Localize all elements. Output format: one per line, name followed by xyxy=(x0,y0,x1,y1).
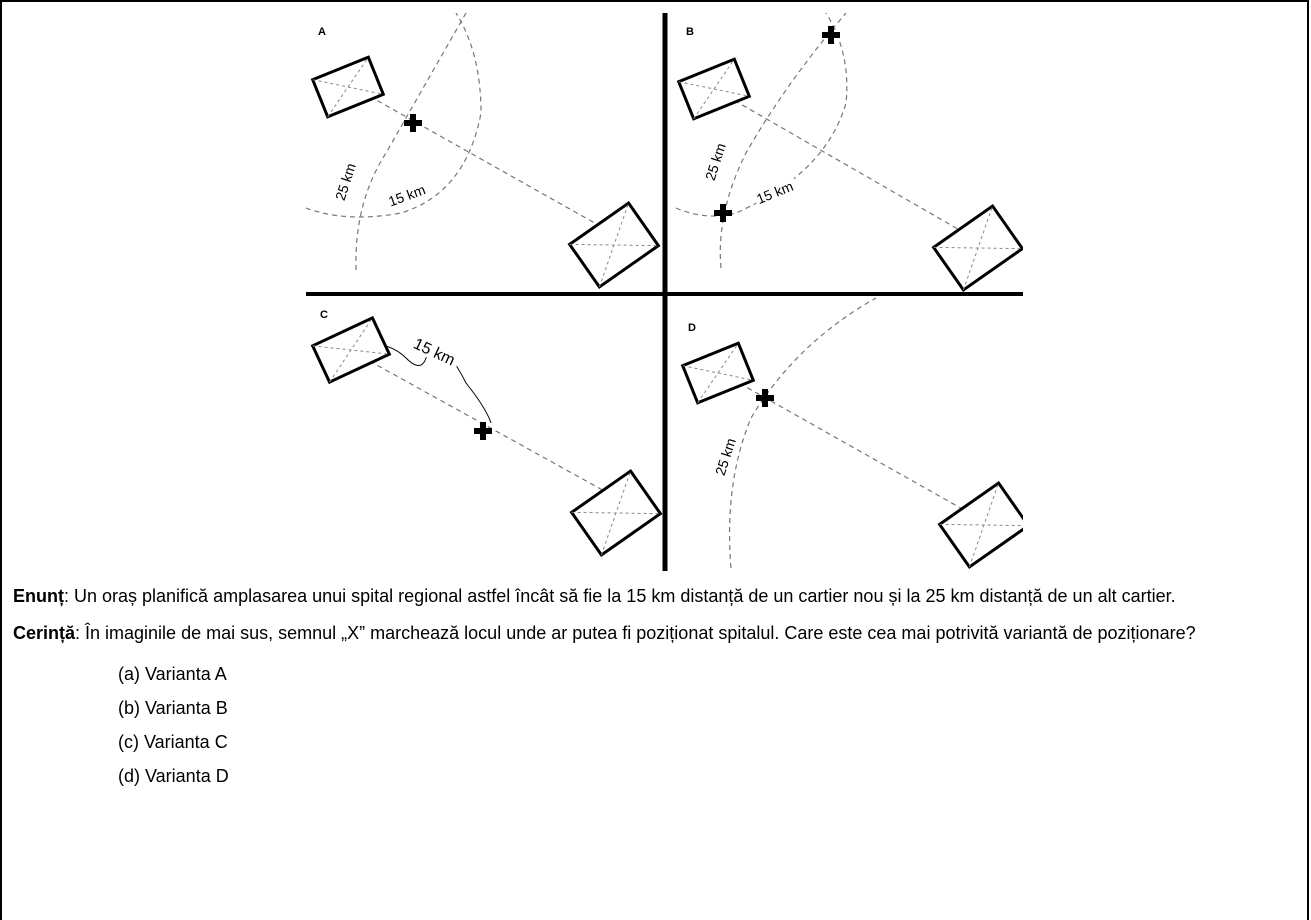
requirement-text: : În imaginile de mai sus, semnul „X” ma… xyxy=(75,623,1196,643)
panel-b-district-1 xyxy=(676,57,752,121)
panel-d: D 25 km xyxy=(680,297,1023,570)
panel-d-label: D xyxy=(688,322,696,334)
panel-a-label: A xyxy=(318,26,326,38)
statement-label: Enunț xyxy=(13,586,64,606)
answer-options: (a) Varianta A (b) Varianta B (c) Varian… xyxy=(13,657,1303,793)
panel-b-hospital-marker-top xyxy=(822,26,840,44)
panel-d-district-1 xyxy=(680,341,756,405)
panel-d-hospital-marker xyxy=(756,389,774,407)
panel-c-district-1 xyxy=(310,315,392,385)
panel-c-15km-label: 15 km xyxy=(411,336,458,370)
panel-a-district-1 xyxy=(310,55,386,119)
panel-d-25km-label: 25 km xyxy=(712,436,739,477)
option-d[interactable]: (d) Varianta D xyxy=(118,766,229,786)
panel-c-label: C xyxy=(320,309,328,321)
panel-c-district-2 xyxy=(569,468,663,558)
panel-c: C 15 km xyxy=(310,309,663,558)
panel-b-hospital-marker-bottom xyxy=(714,204,732,222)
requirement-paragraph: Cerință: În imaginile de mai sus, semnul… xyxy=(13,620,1303,647)
option-c[interactable]: (c) Varianta C xyxy=(118,732,228,752)
question-text: Enunț: Un oraș planifică amplasarea unui… xyxy=(13,583,1303,793)
panel-b: B 25 km 15 km xyxy=(675,13,1023,293)
panel-a: A 25 km 15 km xyxy=(306,13,661,290)
panel-a-25km-label: 25 km xyxy=(332,161,359,202)
panel-a-district-2 xyxy=(567,200,661,290)
panel-d-district-2 xyxy=(937,480,1023,570)
panel-b-district-2 xyxy=(931,203,1023,293)
hospital-placement-figure: A 25 km 15 km B xyxy=(306,13,1023,571)
panel-b-25km-label: 25 km xyxy=(702,141,729,182)
panel-b-15km-label: 15 km xyxy=(754,178,795,207)
option-a[interactable]: (a) Varianta A xyxy=(118,664,227,684)
panel-b-label: B xyxy=(686,26,694,38)
requirement-label: Cerință xyxy=(13,623,76,643)
option-b[interactable]: (b) Varianta B xyxy=(118,698,228,718)
panel-c-hospital-marker xyxy=(474,422,492,440)
statement-paragraph: Enunț: Un oraș planifică amplasarea unui… xyxy=(13,583,1303,610)
statement-text: : Un oraș planifică amplasarea unui spit… xyxy=(64,586,1176,606)
